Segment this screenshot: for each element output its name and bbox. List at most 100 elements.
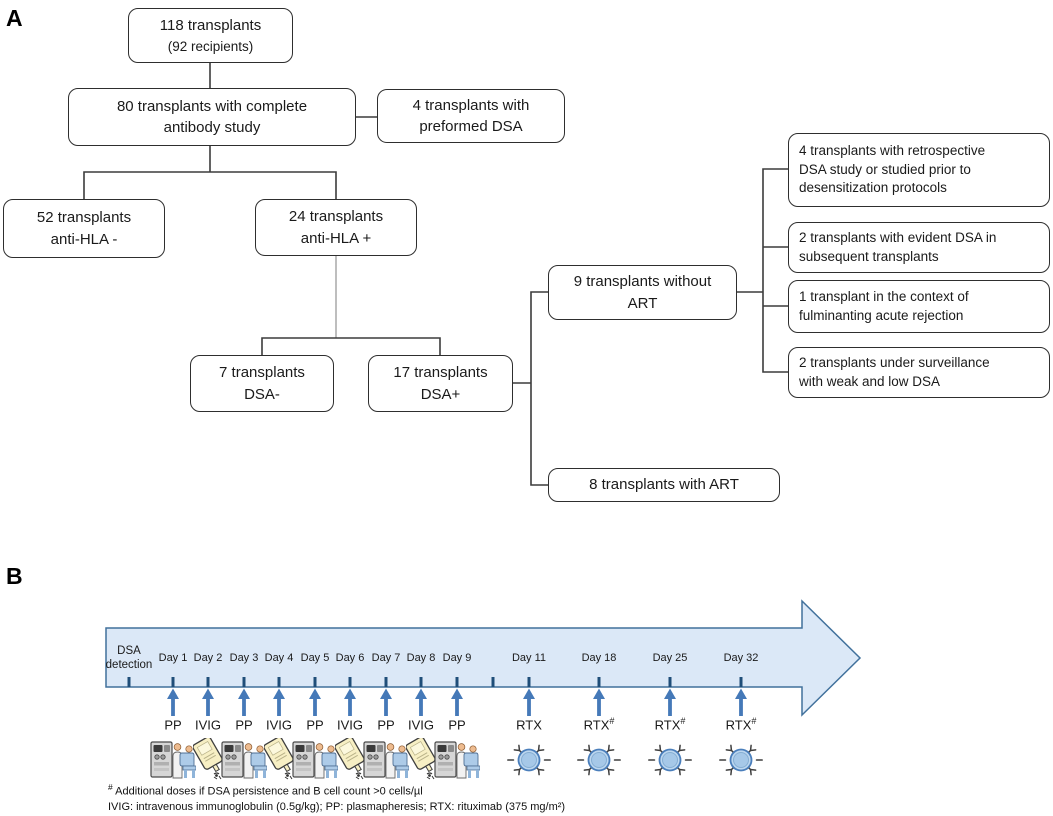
flow-box-line: 24 transplants (288, 208, 384, 226)
flow-box-9-without-art: 9 transplants without ART (548, 265, 737, 320)
dose-arrow-icon (344, 688, 356, 716)
ivig-bag-icon (335, 738, 365, 780)
flow-box-line: (92 recipients) (167, 38, 254, 54)
flow-box-line: 17 transplants (393, 364, 488, 382)
dose-arrow-icon (309, 688, 321, 716)
panel-a-label: A (6, 5, 23, 31)
flow-box-line: 4 transplants with retrospective (799, 142, 986, 158)
flow-box-line: ART (627, 294, 658, 312)
dose-arrow-icon (238, 688, 250, 716)
flow-box-line: anti-HLA - (50, 230, 118, 248)
rtx-cell-icon (648, 738, 692, 782)
flow-box-8-with-art: 8 transplants with ART (548, 468, 780, 502)
timeline-tick (597, 677, 601, 687)
flow-box-line: 52 transplants (36, 209, 132, 227)
treatment-label: RTX (516, 717, 542, 733)
flow-box-52-anti-hla-neg: 52 transplants anti-HLA - (3, 199, 165, 258)
connector-line (737, 168, 788, 373)
flow-box-surveillance-weak-dsa: 2 transplants under surveillance with we… (788, 347, 1050, 398)
footnote-line-2: IVIG: intravenous immunoglobulin (0.5g/k… (108, 801, 566, 814)
flow-box-evident-dsa: 2 transplants with evident DSA in subseq… (788, 222, 1050, 273)
pp-machine-icon (150, 738, 196, 780)
day-label: Day 11 (511, 652, 547, 664)
dose-arrow-icon (664, 688, 676, 716)
day-label: Day 9 (442, 652, 472, 664)
treatment-label: PP (306, 717, 324, 733)
flow-box-line: subsequent transplants (799, 248, 939, 264)
flow-box-line: 9 transplants without (573, 273, 712, 291)
pp-machine-icon (221, 738, 267, 780)
treatment-label: PP (164, 717, 182, 733)
dose-arrow-icon (380, 688, 392, 716)
treatment-label: IVIG (194, 717, 221, 733)
timeline-tick (277, 677, 281, 687)
dose-arrow-icon (202, 688, 214, 716)
panel-b-label: B (6, 563, 23, 589)
flow-box-line: DSA+ (420, 385, 461, 403)
timeline-ticks (127, 677, 743, 687)
connector-line (83, 146, 337, 199)
timeline-tick (455, 677, 459, 687)
timeline-arrow (105, 599, 862, 717)
flow-box-line: fulminanting acute rejection (799, 307, 964, 323)
flow-box-118-transplants: 118 transplants (92 recipients) (128, 8, 293, 63)
timeline-tick (739, 677, 743, 687)
footnote: # Additional doses if DSA persistence an… (108, 780, 565, 816)
timeline-tick (384, 677, 388, 687)
flow-box-line: 2 transplants with evident DSA in (799, 229, 997, 245)
dose-arrow-icon (273, 688, 285, 716)
timeline-tick (419, 677, 423, 687)
ivig-bag-icon (193, 738, 223, 780)
dose-arrow-icon (523, 688, 535, 716)
flow-box-line: DSA- (244, 385, 280, 403)
flow-box-line: 1 transplant in the context of (799, 288, 969, 304)
pp-machine-icon (363, 738, 409, 780)
timeline-tick (668, 677, 672, 687)
dose-arrow-icon (167, 688, 179, 716)
day-label: Day 3 (229, 652, 259, 664)
flow-box-80-complete-antibody-study: 80 transplants with complete antibody st… (68, 88, 356, 146)
pp-machine-icon (434, 738, 480, 780)
timeline-tick (348, 677, 352, 687)
timeline-tick (527, 677, 531, 687)
timeline-tick (127, 677, 131, 687)
treatment-label: IVIG (336, 717, 363, 733)
timeline-tick (491, 677, 495, 687)
treatment-label: PP (377, 717, 395, 733)
flow-box-4-preformed-dsa: 4 transplants with preformed DSA (377, 89, 565, 143)
rtx-cell-icon (719, 738, 763, 782)
ivig-bag-icon (264, 738, 294, 780)
treatment-label: PP (448, 717, 466, 733)
treatment-label: IVIG (407, 717, 434, 733)
flow-box-line: antibody study (163, 119, 261, 136)
treatment-label: RTX# (583, 716, 615, 733)
flow-box-line: 4 transplants with (412, 96, 530, 114)
footnote-line-1: # Additional doses if DSA persistence an… (108, 782, 423, 798)
day-label: Day 1 (158, 652, 188, 664)
day-label: Day 25 (652, 652, 688, 664)
day-label: Day 5 (300, 652, 330, 664)
connector-line (261, 337, 441, 355)
dose-arrows (167, 688, 747, 716)
timeline-tick (242, 677, 246, 687)
flow-box-line: DSA study or studied prior to (799, 161, 971, 177)
day-label: Day 18 (581, 652, 617, 664)
day-label: Day 4 (264, 652, 294, 664)
dose-arrow-icon (451, 688, 463, 716)
flow-box-line: desensitization protocols (799, 180, 947, 196)
dose-arrow-icon (735, 688, 747, 716)
timeline-tick (313, 677, 317, 687)
flow-box-line: 118 transplants (159, 17, 262, 35)
timeline-tick (171, 677, 175, 687)
flow-box-fulminant-rejection: 1 transplant in the context of fulminant… (788, 280, 1050, 333)
flow-box-17-dsa-pos: 17 transplants DSA+ (368, 355, 513, 412)
ivig-bag-icon (406, 738, 436, 780)
treatment-label: IVIG (265, 717, 292, 733)
treatment-label: RTX# (725, 716, 757, 733)
timeline-tick (206, 677, 210, 687)
rtx-cell-icon (507, 738, 551, 782)
treatment-label: RTX# (654, 716, 686, 733)
day-label: Day 6 (335, 652, 365, 664)
flow-box-24-anti-hla-pos: 24 transplants anti-HLA + (255, 199, 417, 256)
